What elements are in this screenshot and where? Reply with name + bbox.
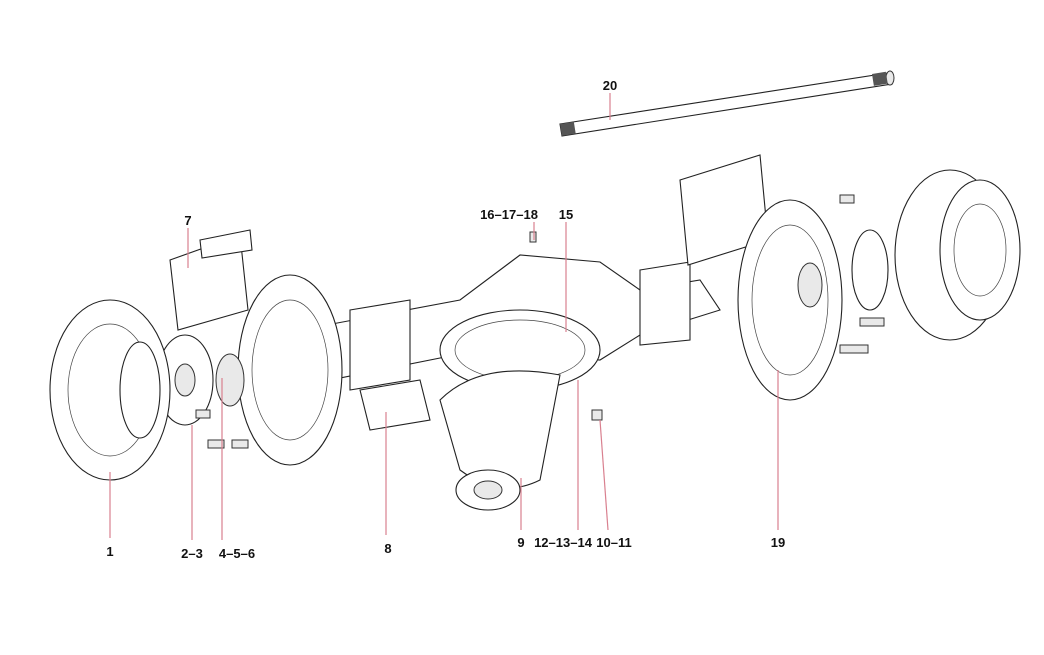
label-4-5-6: 4–5–6 [219, 546, 255, 561]
leader-lines [109, 93, 779, 540]
label-16-17-18: 16–17–18 [480, 207, 538, 222]
label-9: 9 [517, 535, 524, 550]
left-brake-assembly [156, 274, 343, 466]
half-shaft [559, 70, 895, 137]
right-brake-assembly [737, 199, 889, 401]
label-7: 7 [184, 213, 191, 228]
spring-seats [349, 261, 691, 431]
left-bracket [169, 229, 253, 331]
part-labels: 20 7 16–17–18 15 1 2–3 4–5–6 8 9 12–13–1… [106, 78, 785, 561]
label-8: 8 [384, 541, 391, 556]
label-10-11: 10–11 [596, 535, 631, 550]
label-2-3: 2–3 [181, 546, 203, 561]
bolts [195, 194, 885, 449]
label-15: 15 [559, 207, 573, 222]
label-20: 20 [603, 78, 617, 93]
label-19: 19 [771, 535, 785, 550]
right-hub-drum [894, 169, 1021, 341]
label-1: 1 [106, 544, 113, 559]
left-hub-drum [49, 299, 171, 481]
label-12-13-14: 12–13–14 [534, 535, 593, 550]
